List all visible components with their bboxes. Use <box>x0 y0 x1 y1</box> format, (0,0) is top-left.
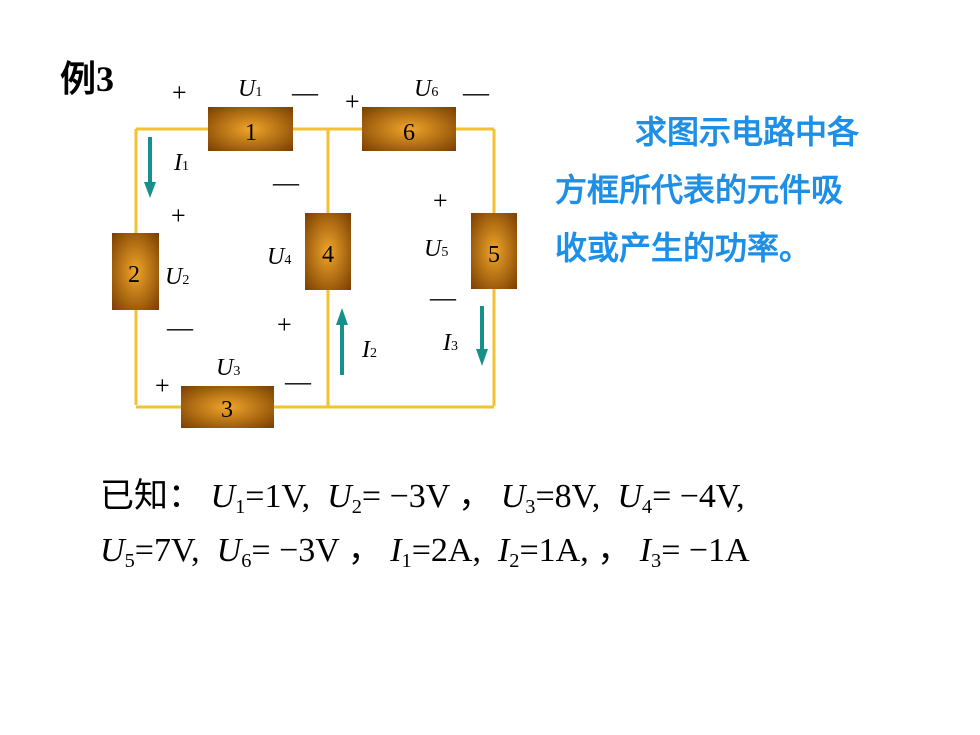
voltage-label-u4: U4 <box>267 244 291 270</box>
current-label-i2: I2 <box>361 337 377 363</box>
given-u4: U4= −4V, <box>617 478 745 519</box>
polarity-minus-u6: — <box>462 78 490 107</box>
voltage-label-u6: U6 <box>414 76 438 102</box>
element-4: 4 <box>305 213 351 290</box>
given-line-1: 已知： U1=1V, U2= −3V ， U3=8V, U4= −4V, <box>100 468 745 519</box>
element-6: 6 <box>362 107 456 151</box>
element-4-label: 4 <box>322 242 334 268</box>
polarity-minus-u3: — <box>284 367 312 396</box>
given-u1: U1=1V, <box>210 478 311 519</box>
given-sep-3: ， <box>597 530 632 570</box>
problem-statement: 求图示电路中各 方框所代表的元件吸 收或产生的功率。 <box>555 103 895 277</box>
given-sep-1: ， <box>458 476 493 516</box>
given-u2: U2= −3V <box>327 478 450 519</box>
arrow-i2 <box>336 308 348 375</box>
problem-line-2: 方框所代表的元件吸 <box>555 171 844 209</box>
element-1-label: 1 <box>245 120 257 146</box>
given-i3: I3= −1A <box>639 532 750 573</box>
polarity-plus-u6: + <box>345 87 360 116</box>
polarity-minus-u1: — <box>291 78 319 107</box>
element-6-label: 6 <box>403 120 415 146</box>
arrow-i1 <box>144 137 156 198</box>
current-label-i1: I1 <box>173 150 189 176</box>
problem-line-3: 收或产生的功率。 <box>555 229 812 267</box>
current-label-i3: I3 <box>442 330 458 356</box>
given-prefix: 已知： <box>100 476 202 516</box>
voltage-label-u1: U1 <box>238 76 262 102</box>
element-5-label: 5 <box>488 242 500 268</box>
polarity-plus-u1: + <box>172 78 187 107</box>
arrow-i3 <box>476 306 488 366</box>
element-2-label: 2 <box>128 262 140 288</box>
given-i2: I2=1A, <box>497 532 589 573</box>
polarity-minus-u2: — <box>166 313 194 342</box>
element-3: 3 <box>181 386 274 428</box>
example-label: 例3 <box>60 59 115 99</box>
element-5: 5 <box>471 213 517 289</box>
given-line-2: U5=7V, U6= −3V ， I1=2A, I2=1A, ， I3= −1A <box>100 522 750 573</box>
polarity-plus-u5: + <box>433 186 448 215</box>
element-3-label: 3 <box>221 397 233 423</box>
element-1: 1 <box>208 107 293 151</box>
given-u5: U5=7V, <box>100 532 200 573</box>
polarity-plus-u2: + <box>171 201 186 230</box>
given-u6: U6= −3V <box>216 532 340 573</box>
polarity-plus-u3: + <box>155 371 170 400</box>
given-u3: U3=8V, <box>500 478 601 519</box>
element-2: 2 <box>112 233 159 310</box>
voltage-label-u5: U5 <box>424 236 448 262</box>
polarity-minus-u4: — <box>272 168 300 197</box>
given-sep-2: ， <box>347 530 382 570</box>
polarity-minus-u5: — <box>429 283 457 312</box>
problem-line-1: 求图示电路中各 <box>635 113 860 151</box>
given-i1: I1=2A, <box>390 532 481 573</box>
polarity-plus-u4: + <box>277 310 292 339</box>
voltage-label-u2: U2 <box>165 264 189 290</box>
voltage-label-u3: U3 <box>216 355 240 381</box>
